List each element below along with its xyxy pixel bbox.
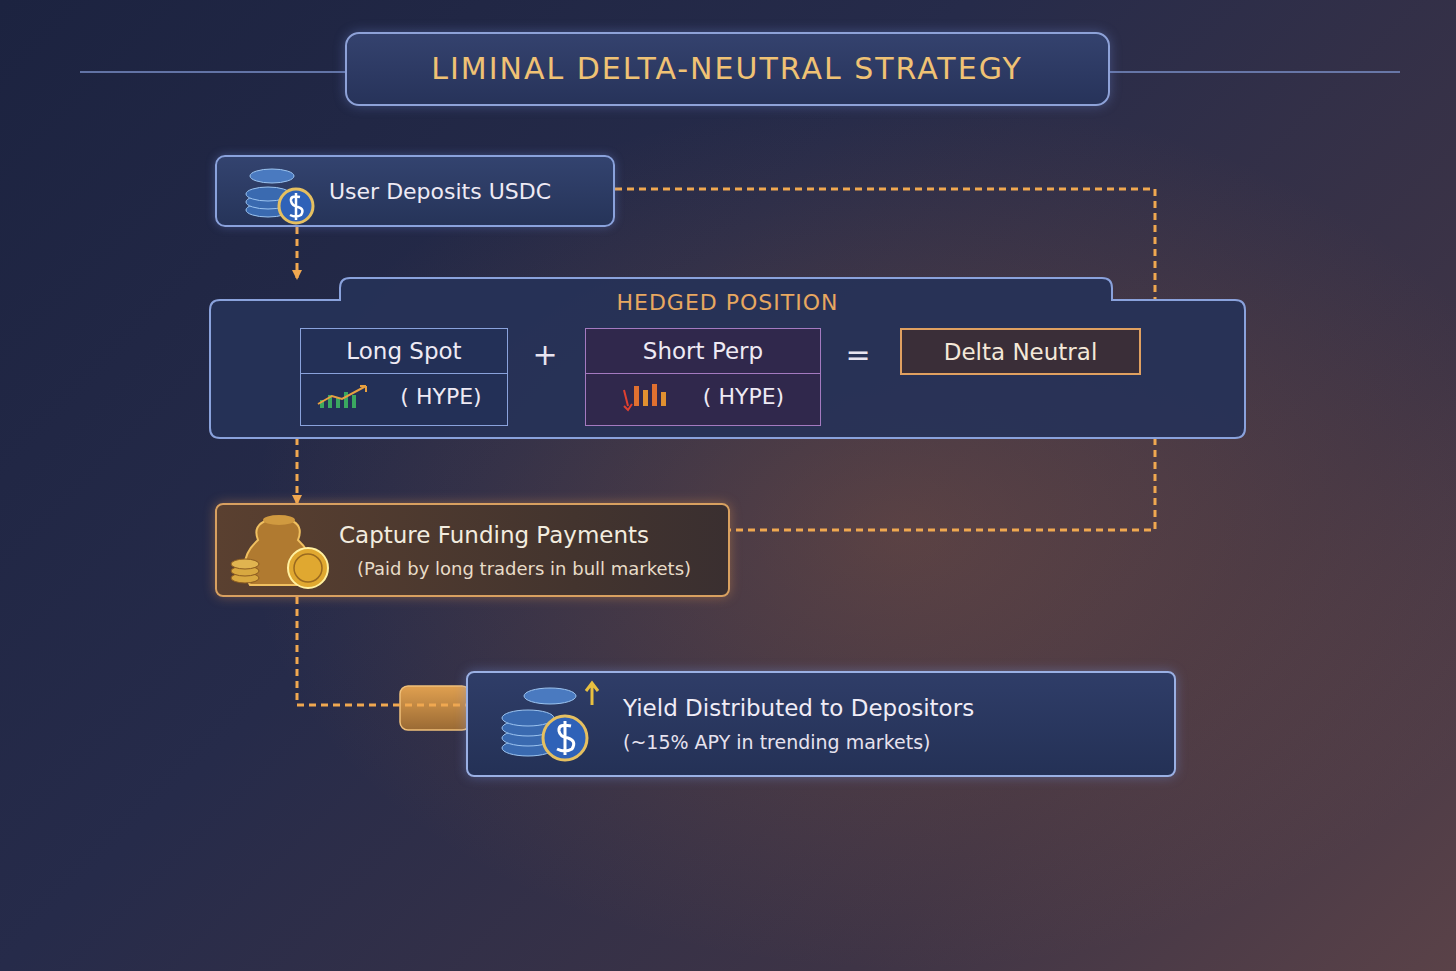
node-heading: User Deposits USDC (329, 179, 589, 204)
operator-sign: = (845, 337, 870, 372)
coin-stack-icon (246, 169, 313, 223)
chart-down-icon (624, 384, 666, 410)
operator-sign: + (532, 337, 557, 372)
node-note: ( HYPE) (586, 373, 820, 419)
dashed-connector (296, 438, 299, 503)
output-box: Yield Distributed to Depositors (~15% APY… (466, 671, 1176, 777)
node-note: ( HYPE) (301, 373, 507, 419)
chart-up-icon (318, 386, 366, 408)
dashed-connector (730, 438, 1155, 530)
node-heading: Short Perp (586, 329, 820, 373)
result-box: Delta Neutral (900, 328, 1141, 375)
node-note: (Paid by long traders in bull markets) (339, 558, 718, 579)
process-box: User Deposits USDC (215, 155, 615, 227)
connector-tab (400, 686, 470, 730)
dashed-connector (297, 597, 466, 705)
title-rule (1110, 71, 1400, 73)
node-heading: Capture Funding Payments (339, 522, 718, 548)
process-box: Capture Funding Payments (Paid by long tr… (215, 503, 730, 597)
node-heading: HEDGED POSITION (210, 290, 1245, 315)
node-note: (~15% APY in trending markets) (623, 731, 1154, 753)
title-rule (80, 71, 345, 73)
dashed-connector (296, 227, 299, 278)
position-box: Short Perp( HYPE) (585, 328, 821, 426)
node-heading: Long Spot (301, 329, 507, 373)
title-banner: LIMINAL DELTA-NEUTRAL STRATEGY (345, 32, 1110, 106)
position-box: Long Spot( HYPE) (300, 328, 508, 426)
band-shape (210, 278, 1245, 438)
group-band: HEDGED POSITIONLong Spot( HYPE)Short Per… (210, 278, 1245, 438)
money-bag-icon (231, 515, 328, 588)
coin-stack-icon (502, 683, 598, 760)
node-heading: Delta Neutral (902, 339, 1139, 365)
node-heading: Yield Distributed to Depositors (623, 695, 1154, 721)
